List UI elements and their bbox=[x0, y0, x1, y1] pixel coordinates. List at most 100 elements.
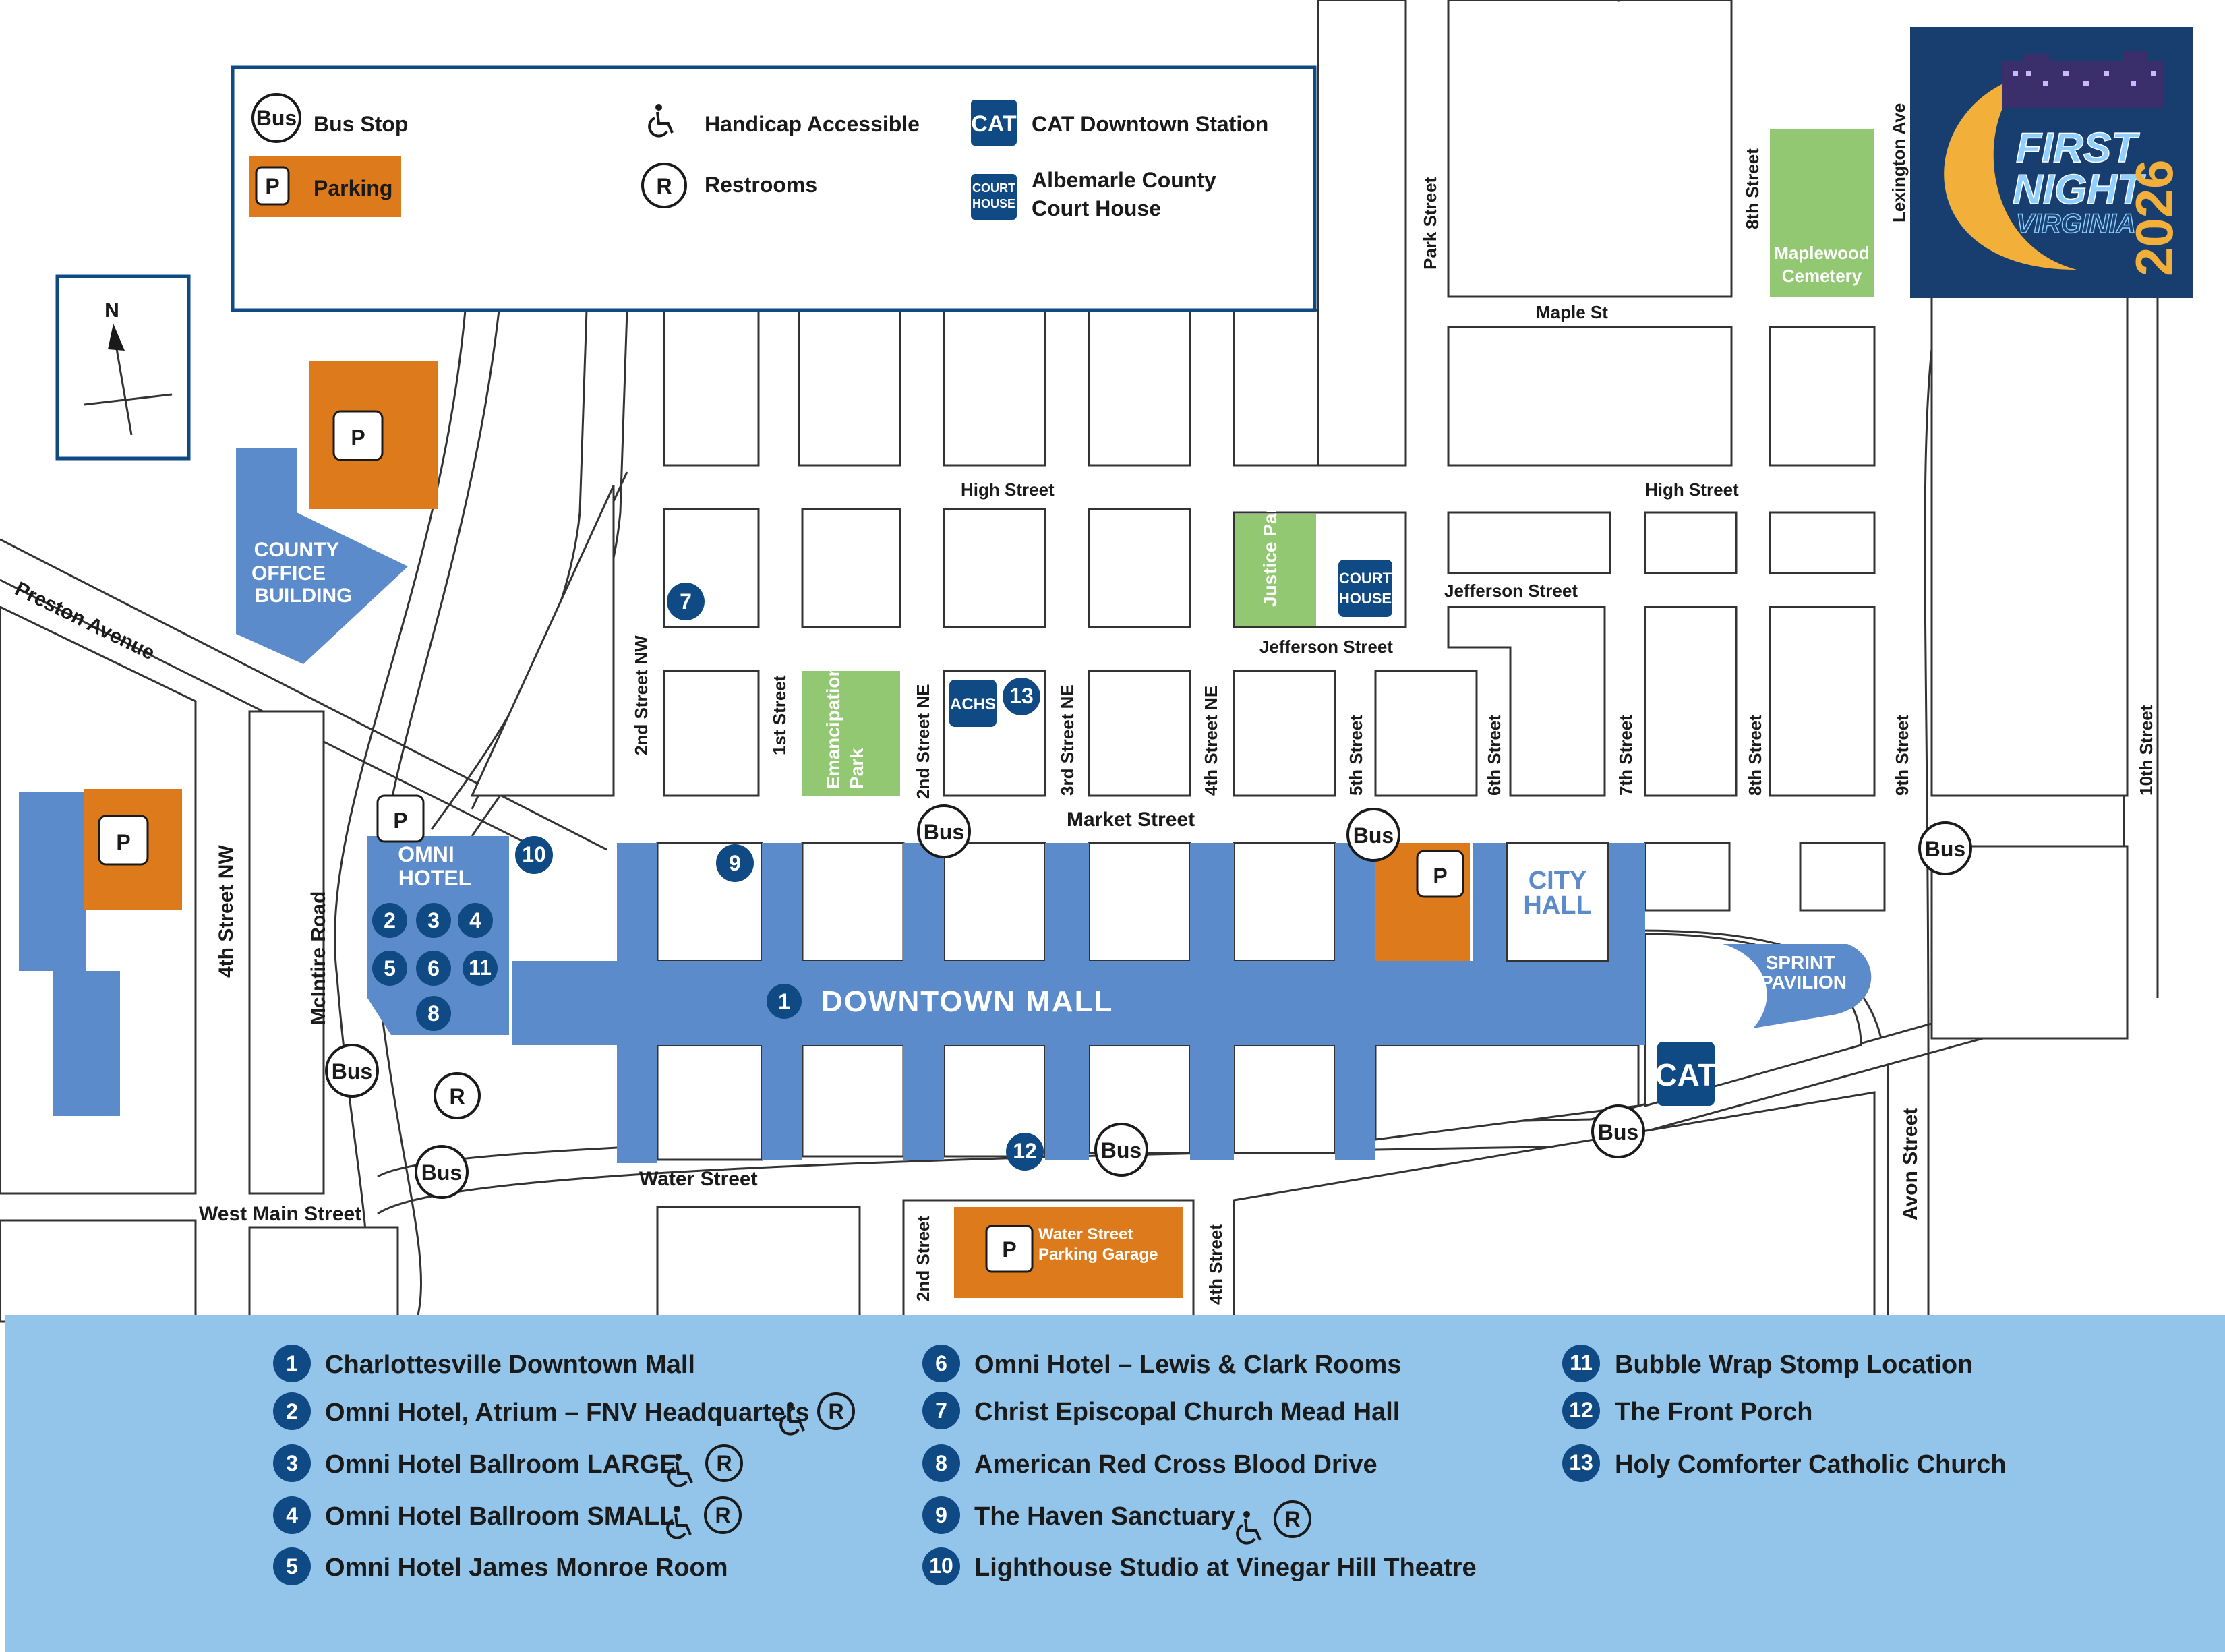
label-west-main-street: West Main Street bbox=[199, 1203, 361, 1225]
svg-text:Bus: Bus bbox=[421, 1160, 462, 1185]
svg-text:R: R bbox=[449, 1084, 465, 1109]
svg-text:6: 6 bbox=[427, 956, 440, 980]
label-county-office-l3: BUILDING bbox=[255, 585, 353, 607]
parking-icons: P P P P bbox=[98, 410, 1464, 898]
key-label-11: Bubble Wrap Stomp Location bbox=[1615, 1351, 1973, 1379]
label-8th-street: 8th Street bbox=[1745, 715, 1765, 796]
svg-text:R: R bbox=[716, 1451, 732, 1475]
svg-text:1: 1 bbox=[286, 1351, 298, 1376]
label-city-hall-l1: CITY bbox=[1529, 866, 1587, 895]
label-2nd-street-south: 2nd Street bbox=[913, 1216, 933, 1301]
key-label-13: Holy Comforter Catholic Church bbox=[1615, 1450, 2007, 1479]
key-label-8: American Red Cross Blood Drive bbox=[974, 1450, 1377, 1479]
marker-10: 10 bbox=[515, 836, 553, 874]
svg-text:12: 12 bbox=[1569, 1398, 1593, 1422]
street-labels: Preston Avenue 4th Street NW McIntire Ro… bbox=[11, 103, 2156, 1305]
bus-stop-icon: Bus bbox=[1918, 821, 1972, 875]
svg-text:R: R bbox=[828, 1399, 843, 1423]
svg-text:P: P bbox=[116, 830, 130, 854]
label-high-street-west: High Street bbox=[961, 479, 1055, 500]
label-maplewood-l1: Maplewood bbox=[1774, 243, 1870, 263]
north-label: N bbox=[105, 299, 119, 322]
svg-text:1: 1 bbox=[778, 989, 790, 1013]
label-3rd-street-ne: 3rd Street NE bbox=[1057, 684, 1077, 796]
bus-stop-icon: Bus bbox=[917, 804, 971, 858]
legend-restroom-icon: R bbox=[656, 174, 672, 198]
key-label-9: The Haven Sanctuary bbox=[974, 1502, 1235, 1531]
restroom-icon: R bbox=[434, 1072, 481, 1119]
restroom-icon bbox=[704, 1496, 742, 1534]
city-hall-building bbox=[1506, 842, 1609, 962]
marker-9: 9 bbox=[716, 844, 754, 882]
svg-text:Bus: Bus bbox=[1353, 823, 1394, 848]
svg-text:Bus: Bus bbox=[1101, 1138, 1141, 1162]
first-night-logo: FIRST NIGHT VIRGINIA 2026 bbox=[1910, 27, 2193, 298]
legend-parking-icon: P bbox=[265, 174, 279, 198]
legend: Bus Bus Stop P Parking Handicap Accessib… bbox=[231, 65, 1317, 312]
svg-text:2: 2 bbox=[286, 1399, 298, 1423]
label-high-street-east: High Street bbox=[1645, 479, 1739, 500]
label-jefferson-street-east: Jefferson Street bbox=[1444, 581, 1578, 601]
logo-line2: NIGHT bbox=[2013, 167, 2146, 213]
label-city-hall-l2: HALL bbox=[1523, 891, 1591, 920]
logo-year: 2026 bbox=[2125, 159, 2184, 276]
key-label-10: Lighthouse Studio at Vinegar Hill Theatr… bbox=[974, 1554, 1477, 1582]
label-4th-street-south: 4th Street bbox=[1206, 1224, 1226, 1305]
label-5th-street: 5th Street bbox=[1346, 715, 1366, 796]
svg-text:8: 8 bbox=[427, 1001, 440, 1026]
map-markers: 1 2 3 4 5 6 11 8 7 9 10 12 13 bbox=[372, 583, 1044, 1171]
court-house-icon-l2: HOUSE bbox=[1339, 590, 1392, 607]
court-house-icon-l1: COURT bbox=[1339, 570, 1392, 587]
bus-stop-icon: Bus bbox=[1094, 1123, 1148, 1177]
achs-icon: ACHS bbox=[950, 695, 996, 713]
key-item-8: 8 American Red Cross Blood Drive bbox=[922, 1444, 1377, 1482]
label-8th-street-north: 8th Street bbox=[1742, 148, 1762, 229]
legend-bus-icon: Bus bbox=[256, 106, 297, 130]
label-garage-l2: Parking Garage bbox=[1038, 1245, 1158, 1264]
label-downtown-mall: DOWNTOWN MALL bbox=[821, 985, 1113, 1018]
crescent-moon-icon bbox=[1944, 74, 2077, 270]
key-item-10: 10 Lighthouse Studio at Vinegar Hill The… bbox=[922, 1547, 1477, 1585]
label-market-street: Market Street bbox=[1067, 808, 1195, 831]
label-2nd-street-ne: 2nd Street NE bbox=[913, 684, 933, 800]
svg-text:10: 10 bbox=[522, 842, 546, 866]
svg-text:9: 9 bbox=[935, 1503, 947, 1527]
key-label-5: Omni Hotel James Monroe Room bbox=[325, 1554, 728, 1582]
key-item-4: 4 Omni Hotel Ballroom SMALL R bbox=[273, 1496, 742, 1539]
downtown-mall-area bbox=[512, 843, 1645, 1163]
svg-text:P: P bbox=[1433, 864, 1447, 888]
legend-handicap-label: Handicap Accessible bbox=[705, 112, 920, 136]
key-item-3: 3 Omni Hotel Ballroom LARGE R bbox=[273, 1444, 743, 1487]
parking-icon: P bbox=[1416, 850, 1464, 898]
svg-text:13: 13 bbox=[1569, 1450, 1593, 1475]
legend-courthouse-icon-l1: COURT bbox=[972, 181, 1015, 195]
label-6th-street: 6th Street bbox=[1484, 715, 1504, 796]
key-item-7: 7 Christ Episcopal Church Mead Hall bbox=[922, 1392, 1400, 1429]
svg-text:11: 11 bbox=[469, 955, 492, 980]
label-county-office-l1: COUNTY bbox=[254, 539, 340, 561]
label-4th-street-ne: 4th Street NE bbox=[1201, 686, 1221, 796]
marker-12: 12 bbox=[1006, 1133, 1044, 1171]
marker-8: 8 bbox=[416, 996, 451, 1031]
label-4th-street-nw: 4th Street NW bbox=[215, 845, 237, 978]
key-item-9: 9 The Haven Sanctuary R bbox=[922, 1496, 1311, 1545]
bus-stop-icon: Bus bbox=[325, 1044, 379, 1098]
legend-courthouse-icon-l2: HOUSE bbox=[972, 197, 1015, 210]
svg-text:9: 9 bbox=[729, 851, 741, 875]
label-7th-street: 7th Street bbox=[1615, 715, 1636, 796]
label-10th-street: 10th Street bbox=[2136, 705, 2156, 796]
parking-icon: P bbox=[98, 815, 149, 866]
label-9th-street: 9th Street bbox=[1892, 715, 1912, 796]
cat-station-icon: CAT bbox=[1655, 1057, 1716, 1092]
label-avon-street: Avon Street bbox=[1899, 1108, 1922, 1220]
legend-courthouse-l2: Court House bbox=[1032, 196, 1161, 220]
maplewood-cemetery bbox=[1770, 129, 1874, 297]
svg-text:P: P bbox=[393, 808, 407, 833]
marker-3: 3 bbox=[416, 903, 451, 938]
key-item-13: 13 Holy Comforter Catholic Church bbox=[1562, 1444, 2007, 1482]
svg-text:4: 4 bbox=[286, 1503, 298, 1527]
legend-cat-icon: CAT bbox=[971, 111, 1017, 137]
label-county-office-l2: OFFICE bbox=[251, 562, 326, 585]
label-1st-street: 1st Street bbox=[769, 675, 790, 755]
marker-4: 4 bbox=[458, 903, 493, 938]
